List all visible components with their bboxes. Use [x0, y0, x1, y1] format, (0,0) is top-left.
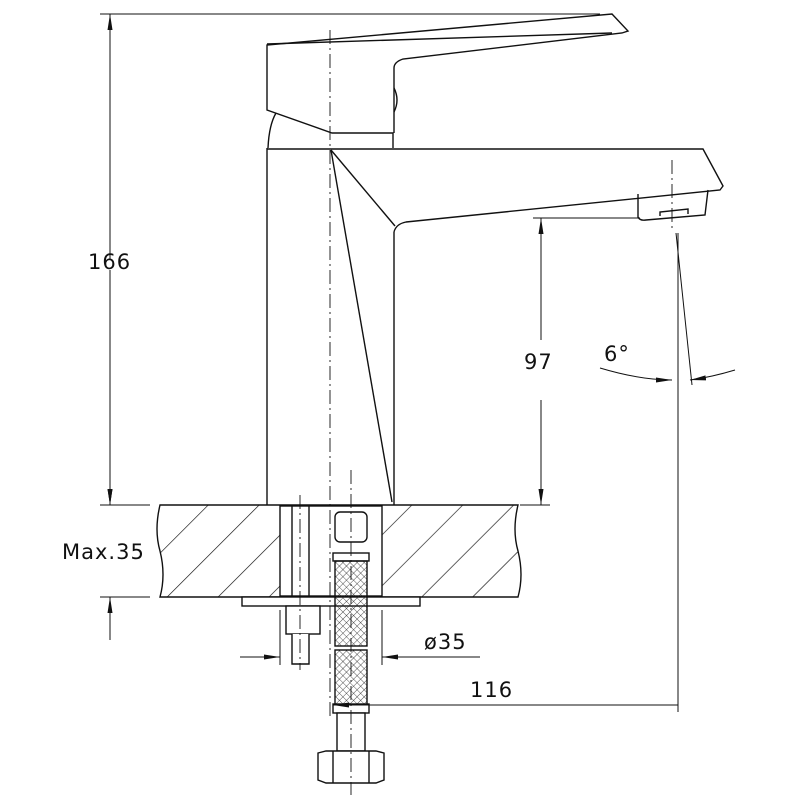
dim-spout-height: 97: [524, 350, 553, 374]
centerlines: [299, 30, 673, 795]
mounting-stud: [285, 506, 321, 665]
dimension-lines: [100, 13, 736, 712]
dim-spout-reach: 116: [470, 678, 514, 702]
faucet-body: [266, 148, 396, 505]
dim-spout-angle: 6°: [604, 342, 630, 366]
dim-hole-diameter: ø35: [424, 630, 467, 654]
spout: [267, 148, 724, 233]
dim-total-height: 166: [88, 250, 132, 274]
lever-handle: [266, 13, 630, 149]
dim-max-thickness: Max.35: [62, 540, 145, 564]
flexible-hose: [317, 511, 385, 784]
